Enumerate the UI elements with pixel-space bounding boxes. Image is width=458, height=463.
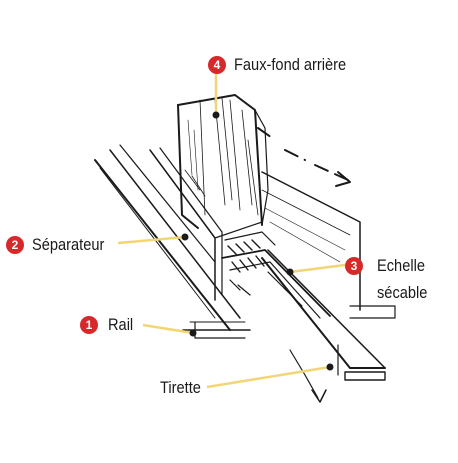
callout-badge-1: 1: [80, 316, 98, 334]
callout-label-separateur: Séparateur: [32, 235, 105, 254]
anchor-dot-4: [212, 111, 220, 119]
callout-label-rail: Rail: [108, 315, 134, 334]
callout-label-echelle-line1: Echelle: [377, 256, 425, 275]
side-wall-drawing: [257, 127, 396, 319]
anchor-dots: [181, 111, 334, 371]
callout-badge-2: 2: [6, 236, 24, 254]
callout-label-faux-fond: Faux-fond arrière: [234, 55, 347, 74]
pull-bar-drawing: [261, 249, 386, 403]
leader-lines: [117, 73, 346, 389]
leader-line-3: [289, 263, 346, 274]
anchor-dot-2: [181, 233, 189, 241]
leader-line-tirette: [206, 365, 331, 389]
leader-line-2: [117, 235, 186, 245]
back-panel-drawing: [177, 94, 269, 229]
callout-label-tirette: Tirette: [160, 378, 201, 397]
rail-drawing: [94, 144, 251, 339]
anchor-dot-1: [189, 329, 197, 337]
anchor-dot-3: [286, 268, 294, 276]
callout-badge-4: 4: [208, 56, 226, 74]
callout-label-echelle-line2: sécable: [377, 283, 428, 302]
anchor-dot-tirette: [326, 363, 334, 371]
callout-badge-3: 3: [345, 257, 363, 275]
leader-line-1: [142, 323, 194, 335]
